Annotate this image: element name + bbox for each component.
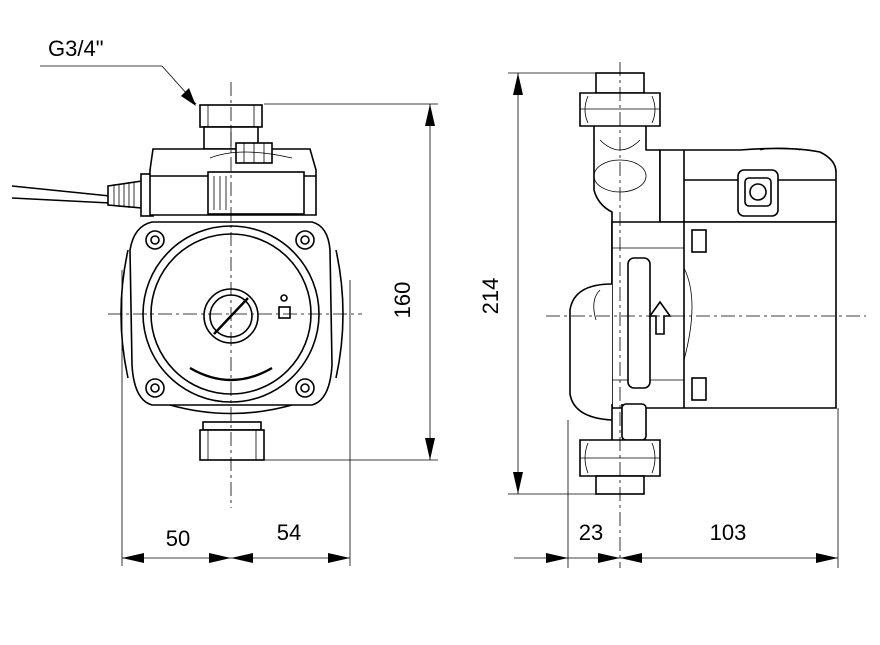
pump-side-view [546, 62, 866, 568]
cable-entry-icon [737, 169, 779, 217]
terminal-box [149, 142, 317, 216]
dim-front-height: 160 [264, 103, 438, 461]
dim-front-right-value: 54 [277, 520, 301, 545]
power-cable [11, 185, 111, 204]
cable-gland-icon [107, 173, 154, 217]
dim-side-right-value: 103 [710, 520, 747, 545]
pump-housing [120, 221, 344, 415]
dim-front-height-value: 160 [390, 282, 415, 319]
dim-front-left-value: 50 [166, 526, 190, 551]
bottom-connection [199, 421, 265, 461]
dim-front-width: 50 54 [121, 270, 351, 566]
thread-callout: G3/4" [40, 36, 197, 106]
thread-label: G3/4" [48, 36, 104, 61]
dim-side-height-value: 214 [478, 278, 503, 315]
dim-side-left-value: 23 [579, 520, 603, 545]
dim-side-height: 214 [478, 72, 596, 495]
pump-front-view [11, 82, 362, 508]
dim-side-depth: 23 103 [514, 408, 839, 568]
